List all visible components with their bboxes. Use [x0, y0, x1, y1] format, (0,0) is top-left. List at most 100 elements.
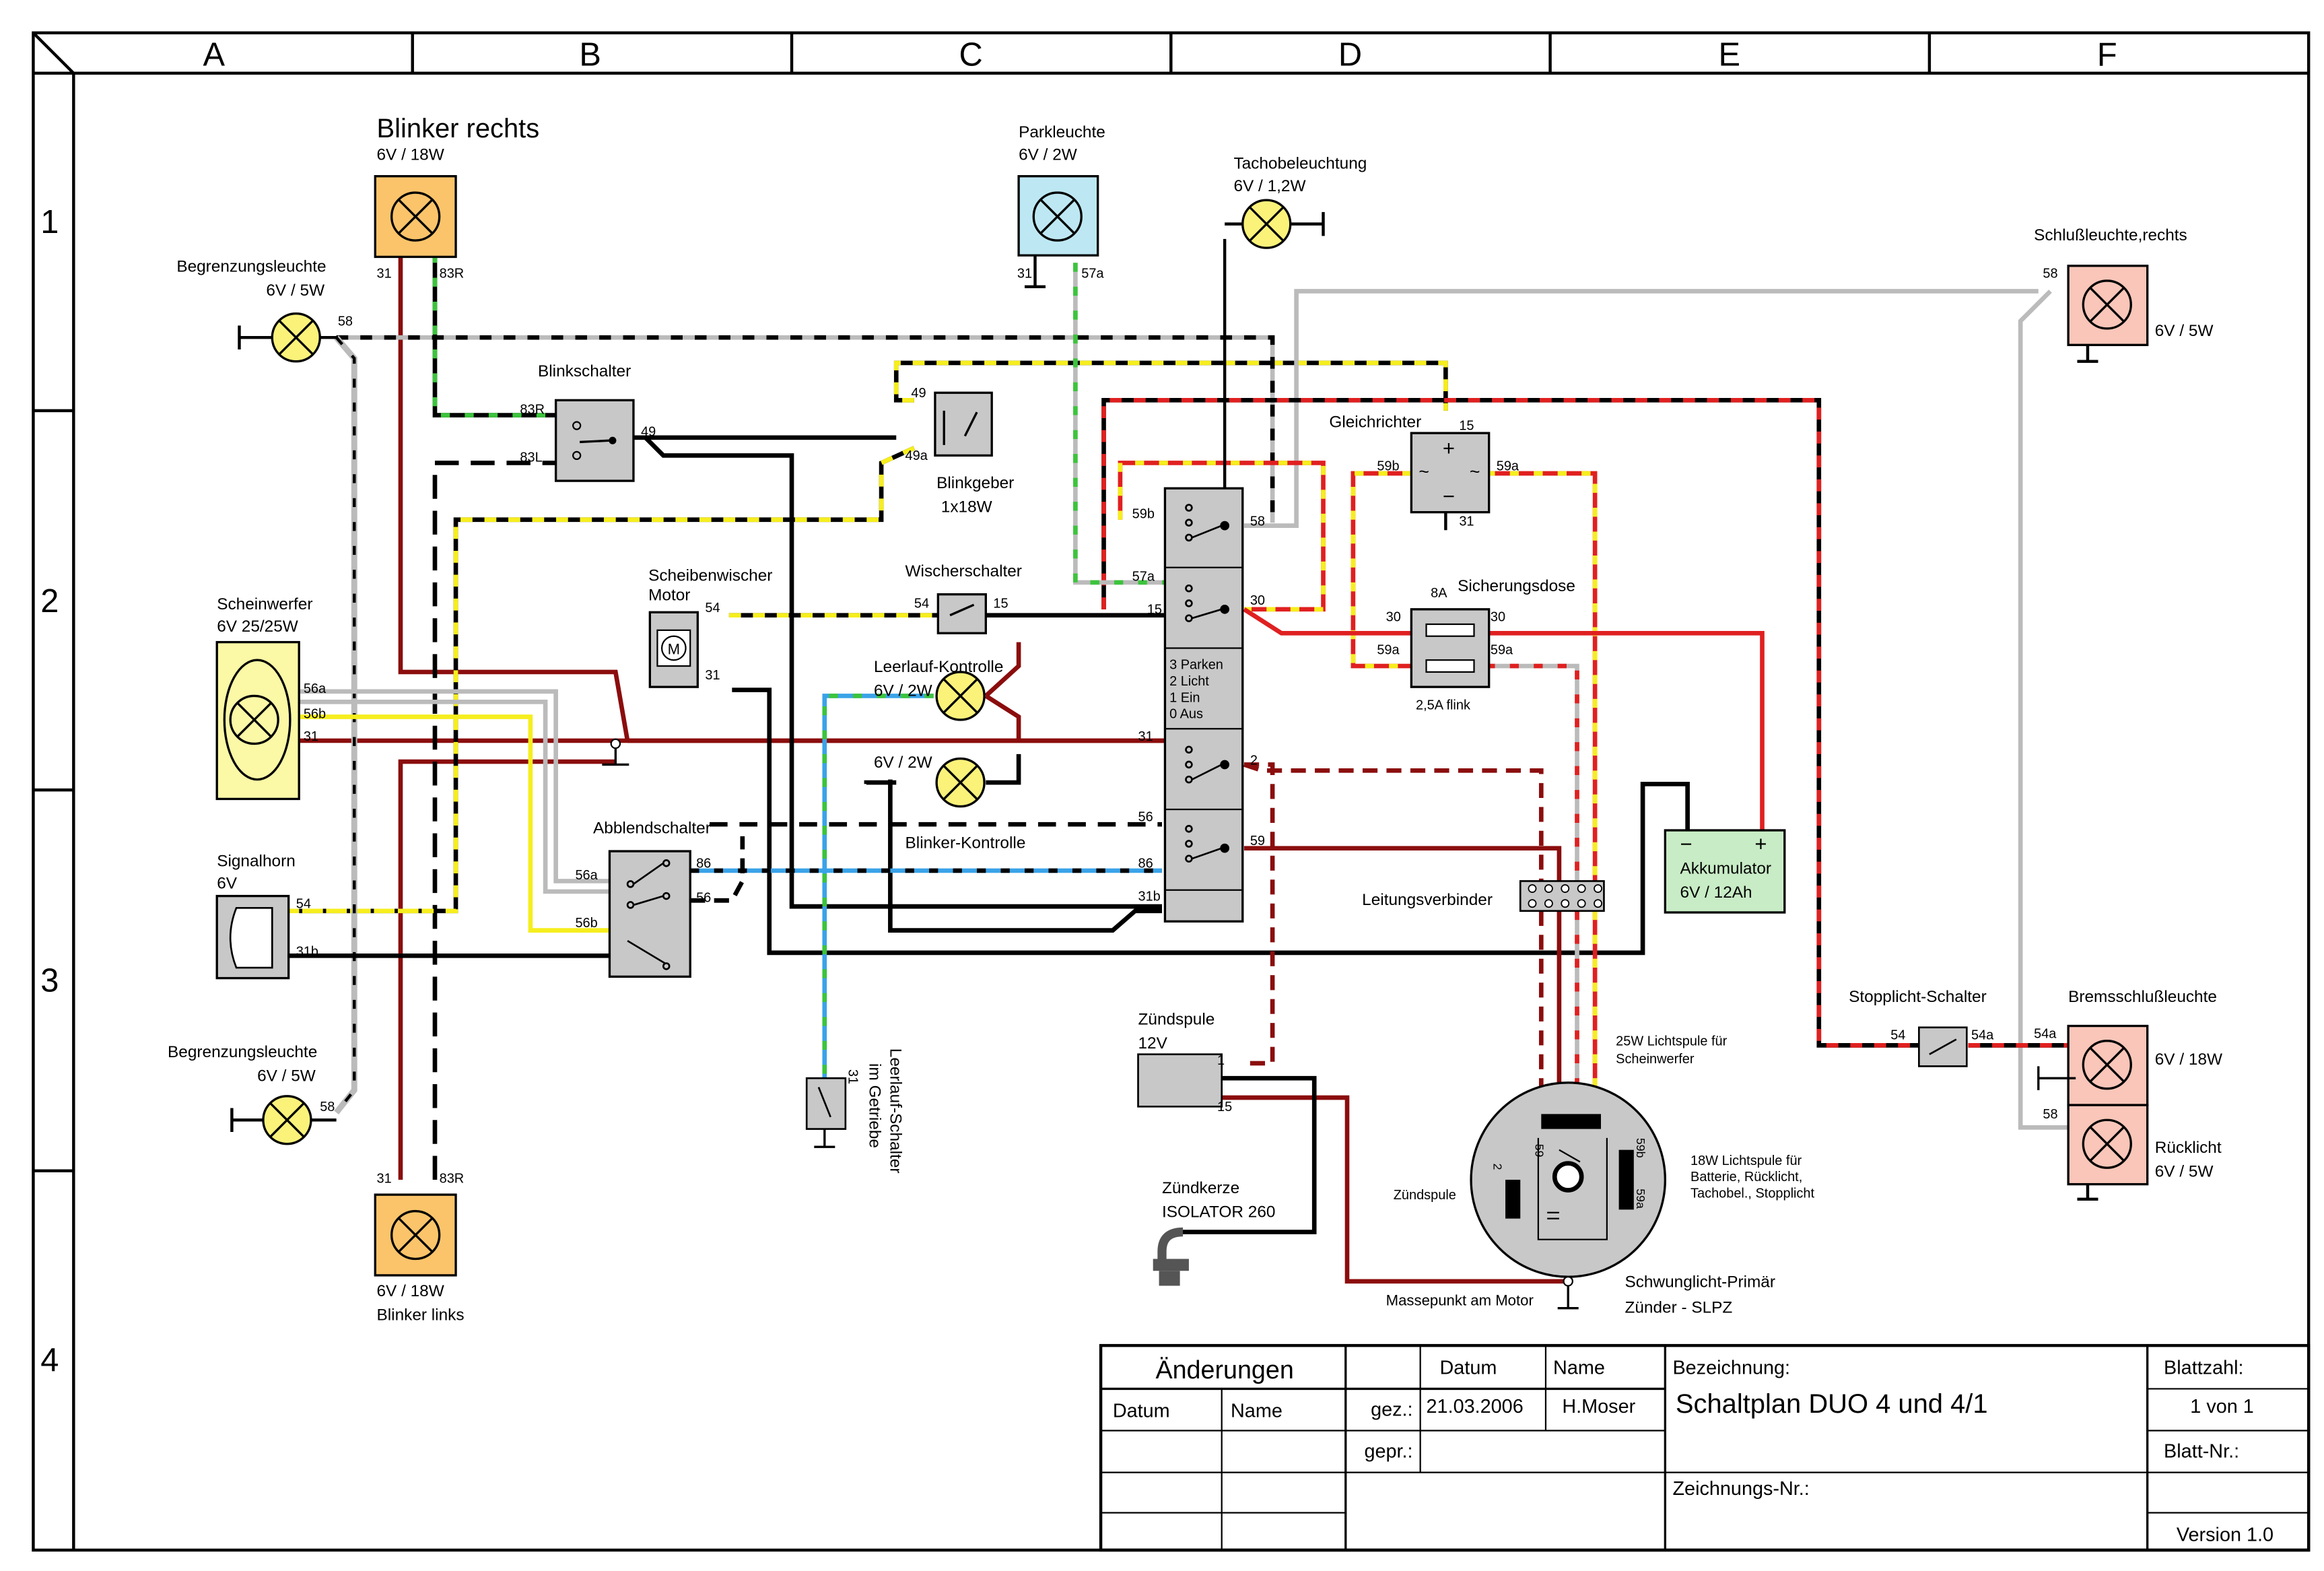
parkleuchte-name: Parkleuchte: [1019, 123, 1105, 141]
sl-name1: Schwunglicht-Primär: [1625, 1273, 1775, 1292]
leitungsverbinder-name: Leitungsverbinder: [1362, 891, 1493, 909]
tb-zeichnungs-nr: Zeichnungs-Nr.:: [1672, 1478, 1809, 1500]
akku-rating: 6V / 12Ah: [1680, 883, 1752, 902]
blinkgeber-name: Blinkgeber: [936, 474, 1014, 492]
blinker-links-rating: 6V / 18W: [377, 1282, 444, 1300]
blinkschalter: Blinkschalter 83R 83L 49: [520, 362, 656, 482]
title-block-text: Änderungen Datum Name Datum Name gez.: g…: [1113, 1356, 2274, 1546]
row-label-1: 1: [40, 204, 59, 240]
bremsschlussleuchte: Bremsschlußleuchte 6V / 18W 54a: [2034, 988, 2222, 1106]
col-label-d: D: [1338, 37, 1362, 73]
schluss-name: Schlußleuchte,rechts: [2034, 226, 2187, 244]
row-label-2: 2: [40, 583, 59, 620]
stopplicht-pin-54: 54: [1890, 1028, 1905, 1043]
tb-name-col: Name: [1231, 1401, 1283, 1422]
gleichrichter-plus: +: [1443, 436, 1455, 460]
switch-pin-57a: 57a: [1132, 570, 1155, 584]
switch-pin-30: 30: [1250, 593, 1265, 608]
abblend-pin-56a: 56a: [575, 868, 598, 883]
akku-minus: −: [1680, 832, 1693, 856]
switch-pin-56: 56: [1138, 810, 1153, 825]
sicherungsdose-pin-30-right: 30: [1491, 610, 1505, 625]
switch-pin-2: 2: [1250, 753, 1258, 768]
massepunkt: Massepunkt am Motor: [1386, 1292, 1534, 1308]
gleichrichter-pin-15: 15: [1459, 419, 1474, 434]
zuendkerze-model: ISOLATOR 260: [1162, 1203, 1275, 1221]
scheinwerfer-pin-56a: 56a: [304, 681, 327, 696]
blinkschalter-name: Blinkschalter: [538, 362, 631, 380]
schluss-pin: 58: [2043, 266, 2057, 281]
brems-name: Bremsschlußleuchte: [2068, 988, 2217, 1006]
scheinwerfer: Scheinwerfer 6V 25/25W 56a 56b 31: [215, 595, 327, 801]
gleichrichter-pin-59b: 59b: [1377, 459, 1399, 474]
tb-aenderungen: Änderungen: [1155, 1356, 1293, 1384]
blinkgeber-pin-49: 49: [911, 386, 926, 401]
schwunglicht-primaer: 59 2 59b 59a 25W Lichtspule für Scheinwe…: [1386, 1034, 1815, 1316]
row-label-3: 3: [40, 963, 59, 999]
scheinwerfer-rating: 6V 25/25W: [217, 617, 298, 636]
switch-pin-86: 86: [1138, 856, 1153, 871]
leerlauf-schalter-line1: Leerlauf-Schalter: [886, 1048, 904, 1174]
zuendspule: Zündspule 12V 1 15: [1137, 1010, 1232, 1114]
blinker-rechts: Blinker rechts 6V / 18W 31 83R: [374, 114, 539, 281]
abblend-pin-56b: 56b: [575, 916, 597, 931]
sl-pin-2: 2: [1491, 1164, 1504, 1170]
ruecklicht: Rücklicht 6V / 5W 58: [2043, 1104, 2222, 1201]
col-label-b: B: [579, 37, 601, 73]
begrenzungsleuchte-oben: Begrenzungsleuchte 6V / 5W 58: [176, 258, 353, 363]
sicherungsdose-pin-30-left: 30: [1386, 610, 1401, 625]
wischer-motor-pin-54: 54: [705, 601, 720, 615]
tb-gepr: gepr.:: [1364, 1440, 1412, 1462]
leerlauf-kontrolle: Leerlauf-Kontrolle 6V / 2W: [874, 658, 1003, 721]
abblendschalter: Abblendschalter 56a 56b 86 56: [575, 819, 711, 978]
ruecklicht-name: Rücklicht: [2155, 1139, 2222, 1157]
switch-pin-31: 31: [1138, 729, 1153, 744]
brems-pin: 54a: [2034, 1026, 2057, 1041]
scheinwerfer-pin-56b: 56b: [304, 707, 326, 722]
blinkgeber: 49 49a Blinkgeber 1x18W: [905, 386, 1015, 516]
blinkgeber-pin-49a: 49a: [905, 448, 928, 463]
begrenzungsleuchte-unten: Begrenzungsleuchte 6V / 5W 58: [168, 1043, 337, 1145]
blinker-links-pin-83r: 83R: [440, 1171, 465, 1186]
leerlauf-kontrolle-rating: 6V / 2W: [874, 681, 932, 700]
signalhorn: Signalhorn 6V 54 31b: [215, 852, 318, 980]
akku-name: Akkumulator: [1680, 859, 1771, 877]
sl-lichtspule25-2: Scheinwerfer: [1616, 1052, 1695, 1067]
gleichrichter-ac1: ~: [1419, 462, 1429, 482]
gleichrichter-pin-59a: 59a: [1497, 459, 1519, 474]
tb-blattzahl: Blattzahl:: [2164, 1357, 2244, 1378]
tb-name-header: Name: [1553, 1357, 1605, 1378]
sl-pin-59: 59: [1532, 1144, 1546, 1158]
switch-legend-2: 2 Licht: [1169, 674, 1209, 689]
tb-title: Schaltplan DUO 4 und 4/1: [1676, 1389, 1988, 1419]
gleichrichter-name: Gleichrichter: [1329, 413, 1421, 431]
begrenzung-unten-name: Begrenzungsleuchte: [168, 1043, 317, 1061]
sicherungsdose-pin-59a-right: 59a: [1491, 642, 1513, 657]
tb-blatt-nr: Blatt-Nr.:: [2164, 1440, 2239, 1462]
signalhorn-name: Signalhorn: [217, 852, 296, 870]
tachobeleuchtung: Tachobeleuchtung 6V / 1,2W: [1225, 155, 1367, 249]
sicherungsdose: Sicherungsdose 8A 2,5A flink 30 30 59a 5…: [1377, 577, 1575, 712]
blinker-rechts-pin-31: 31: [377, 266, 392, 281]
zuendspule-rating: 12V: [1138, 1034, 1168, 1052]
parkleuchte-pin-31: 31: [1017, 266, 1032, 281]
leerlauf-schalter: 31 Leerlauf-Schalter im Getriebe: [805, 1048, 904, 1174]
stopplicht-pin-54a: 54a: [1971, 1028, 1994, 1043]
tacho-rating: 6V / 1,2W: [1233, 177, 1305, 195]
ruecklicht-pin: 58: [2043, 1107, 2057, 1122]
gleichrichter-minus: −: [1443, 484, 1455, 508]
abblend-pin-56: 56: [696, 890, 711, 905]
switch-pin-15: 15: [1147, 602, 1162, 617]
switch-pin-59b: 59b: [1132, 507, 1155, 522]
zuendkerze-name: Zündkerze: [1162, 1179, 1239, 1197]
signalhorn-rating: 6V: [217, 875, 238, 893]
scheinwerfer-name: Scheinwerfer: [217, 595, 312, 613]
tb-bezeichnung: Bezeichnung:: [1672, 1357, 1790, 1378]
blinkgeber-rating: 1x18W: [941, 498, 992, 516]
sicherungsdose-name: Sicherungsdose: [1458, 577, 1575, 595]
column-labels: A B C D E F 1 2 3 4: [40, 37, 2117, 1378]
stopplicht-name: Stopplicht-Schalter: [1849, 988, 1987, 1006]
switch-legend-3: 3 Parken: [1169, 658, 1223, 673]
sl-lichtspule25-1: 25W Lichtspule für: [1616, 1034, 1727, 1048]
